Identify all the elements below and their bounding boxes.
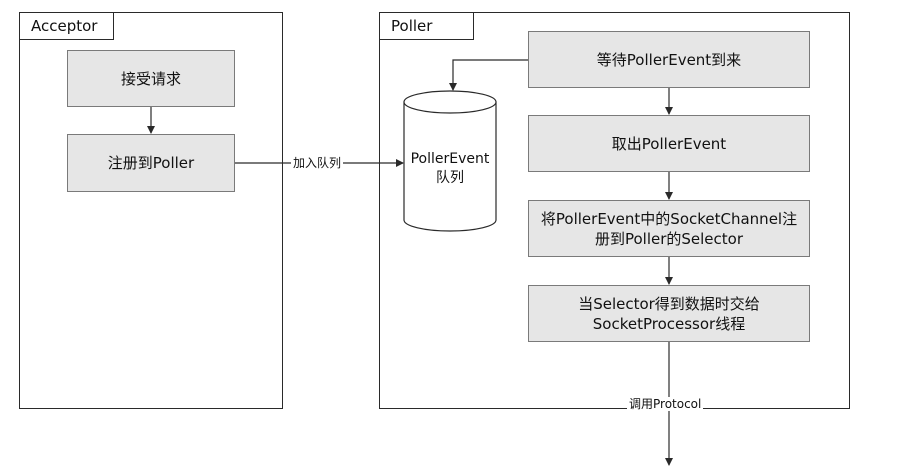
step-register-channel-line1: 将PollerEvent中的SocketChannel注 — [540, 209, 798, 228]
arrow-wait-to-queue — [449, 59, 528, 91]
step-register-channel-line2: 册到Poller的Selector — [594, 229, 744, 248]
step-take-poller-event-label: 取出PollerEvent — [611, 134, 727, 153]
step-hand-to-processor-line2: SocketProcessor线程 — [592, 314, 746, 333]
step-register-to-poller: 注册到Poller — [67, 134, 235, 192]
enqueue-edge-label: 加入队列 — [291, 156, 344, 170]
step-accept-request-label: 接受请求 — [120, 69, 181, 88]
step-wait-poller-event-label: 等待PollerEvent到来 — [596, 50, 742, 69]
poller-panel-title: Poller — [379, 12, 474, 40]
call-protocol-edge-label: 调用Protocol — [627, 397, 704, 411]
step-hand-to-processor: 当Selector得到数据时交给 SocketProcessor线程 — [528, 285, 810, 342]
queue-label-line2: 队列 — [436, 170, 464, 186]
acceptor-panel-title: Acceptor — [19, 12, 114, 40]
step-take-poller-event: 取出PollerEvent — [528, 115, 810, 172]
step-register-channel: 将PollerEvent中的SocketChannel注 册到Poller的Se… — [528, 200, 810, 257]
step-accept-request: 接受请求 — [67, 50, 235, 107]
queue-label: PollerEvent 队列 — [404, 150, 496, 188]
poller-event-queue-cylinder — [403, 90, 497, 232]
step-wait-poller-event: 等待PollerEvent到来 — [528, 31, 810, 88]
step-hand-to-processor-line1: 当Selector得到数据时交给 — [578, 294, 760, 313]
step-register-to-poller-label: 注册到Poller — [107, 154, 195, 172]
queue-label-line1: PollerEvent — [410, 151, 490, 167]
